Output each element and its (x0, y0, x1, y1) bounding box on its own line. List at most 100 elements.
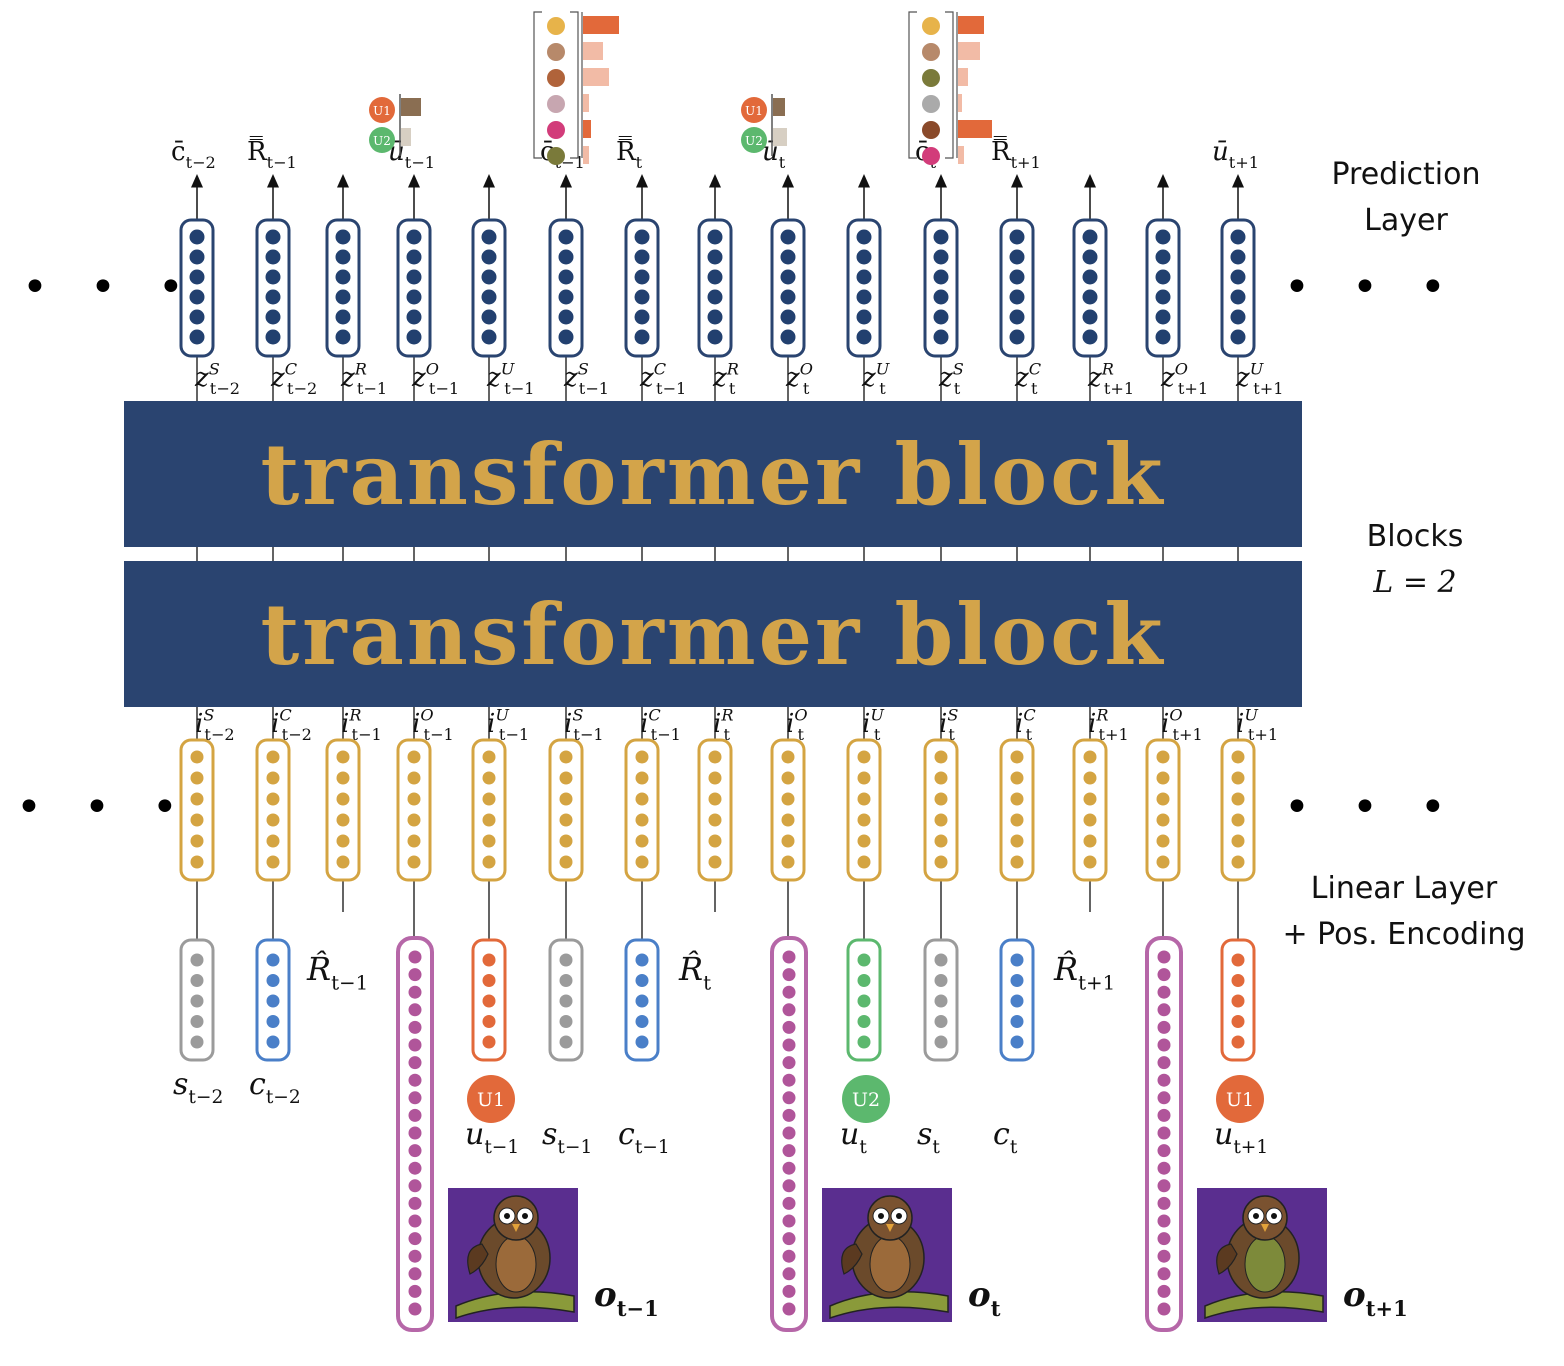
input-vector (255, 938, 291, 1062)
prediction-vector-dot (1082, 249, 1098, 265)
prediction-vector-dot (189, 229, 205, 245)
prediction-vector-dot (558, 289, 574, 305)
linear-vector-dot (336, 792, 350, 806)
linear-vector-frame (846, 738, 882, 882)
prediction-vector-dot (481, 269, 497, 285)
observation-vector-dot (408, 1056, 422, 1070)
linear-vector-frame (923, 738, 959, 882)
linear-vector-dot (559, 771, 573, 785)
linear-vector-dot (781, 834, 795, 848)
user-badge-icon (842, 1075, 890, 1123)
input-vector-dot (635, 1035, 649, 1049)
observation-vector-dot (408, 1126, 422, 1140)
branch (829, 1291, 949, 1320)
linear-vector-frame (1220, 738, 1256, 882)
linear-vector-frame (255, 738, 291, 882)
output-label: R̿t+1 (991, 135, 1041, 172)
prediction-vector-dot (634, 269, 650, 285)
input-vector-dot (482, 1015, 496, 1028)
prediction-vector-dot (707, 229, 723, 245)
user-badge-icon (741, 97, 767, 123)
observation-vector-dot (1157, 1214, 1171, 1228)
observation-vector-dot (1157, 985, 1171, 999)
item-icon (922, 43, 940, 61)
output-label: R̿t (616, 135, 643, 172)
prediction-vector-dot (707, 289, 723, 305)
prediction-vector-dot (933, 269, 949, 285)
observation-vector-dot (1157, 1302, 1171, 1316)
linear-vector (846, 738, 882, 882)
observation-vector-dot (1157, 1073, 1171, 1087)
distribution-bar (958, 16, 984, 34)
linear-vector-dot (635, 750, 649, 764)
input-vector-dot (934, 1015, 948, 1028)
prediction-vector-dot (780, 289, 796, 305)
item-icon (547, 17, 565, 35)
observation-vector-dot (1157, 950, 1171, 964)
linear-vector-dot (407, 792, 421, 806)
observation-vector-dot (408, 1214, 422, 1228)
distribution-bar (958, 94, 962, 112)
transformer-block-label: transformer block (260, 584, 1166, 684)
owl-head (493, 1195, 539, 1241)
prediction-vector-frame (846, 218, 882, 358)
linear-vector-dot (266, 834, 280, 848)
prediction-layer-label: Prediction Layer (1331, 157, 1481, 238)
linear-vector-dot (934, 750, 948, 764)
prediction-vector-dot (406, 309, 422, 325)
observation-vector-dot (782, 1073, 796, 1087)
linear-vector-dot (781, 750, 795, 764)
linear-vector-dot (708, 855, 722, 869)
observation-vector-dot (782, 1108, 796, 1122)
linear-vector-dot (1156, 813, 1170, 827)
input-vector-dot (559, 953, 573, 967)
owl-wing (841, 1243, 863, 1275)
observation-vector-dot (408, 1284, 422, 1298)
linear-vector-dot (190, 855, 204, 869)
prediction-vector-dot (265, 249, 281, 265)
owl-pupil (896, 1213, 902, 1219)
input-vector-dot (635, 994, 649, 1008)
input-vector (1220, 938, 1256, 1062)
user-badge-text: U1 (373, 104, 391, 118)
linear-vector-dot (266, 771, 280, 785)
input-vector-dot (190, 953, 204, 967)
observation-vector-dot (1157, 1284, 1171, 1298)
prediction-vector-dot (189, 249, 205, 265)
prediction-vector (548, 218, 584, 358)
prediction-vector-dot (780, 309, 796, 325)
item-icon (547, 95, 565, 113)
linear-vector-frame (624, 738, 660, 882)
prediction-vector-dot (1230, 249, 1246, 265)
prediction-vector-dot (481, 229, 497, 245)
prediction-vector (846, 218, 882, 358)
user-badge-icon (369, 127, 395, 153)
prediction-vector-dot (780, 269, 796, 285)
input-vector-dot (857, 994, 871, 1008)
observation-vector-dot (1157, 1056, 1171, 1070)
blocks-count-label: L = 2 (1373, 565, 1457, 600)
observation-vector-dot (1157, 1267, 1171, 1281)
observation-vector-dot (782, 1003, 796, 1017)
prediction-vector-dot (856, 289, 872, 305)
distribution-bar (583, 68, 609, 86)
prediction-vector-dot (1082, 289, 1098, 305)
linear-vector (923, 738, 959, 882)
bracket (533, 11, 542, 159)
linear-vector-dot (482, 855, 496, 869)
linear-vector-dot (1010, 834, 1024, 848)
prediction-vector (325, 218, 361, 358)
linear-vector-dot (482, 771, 496, 785)
user-badge-text: U1 (745, 104, 763, 118)
output-label: R̿t−1 (247, 135, 297, 172)
